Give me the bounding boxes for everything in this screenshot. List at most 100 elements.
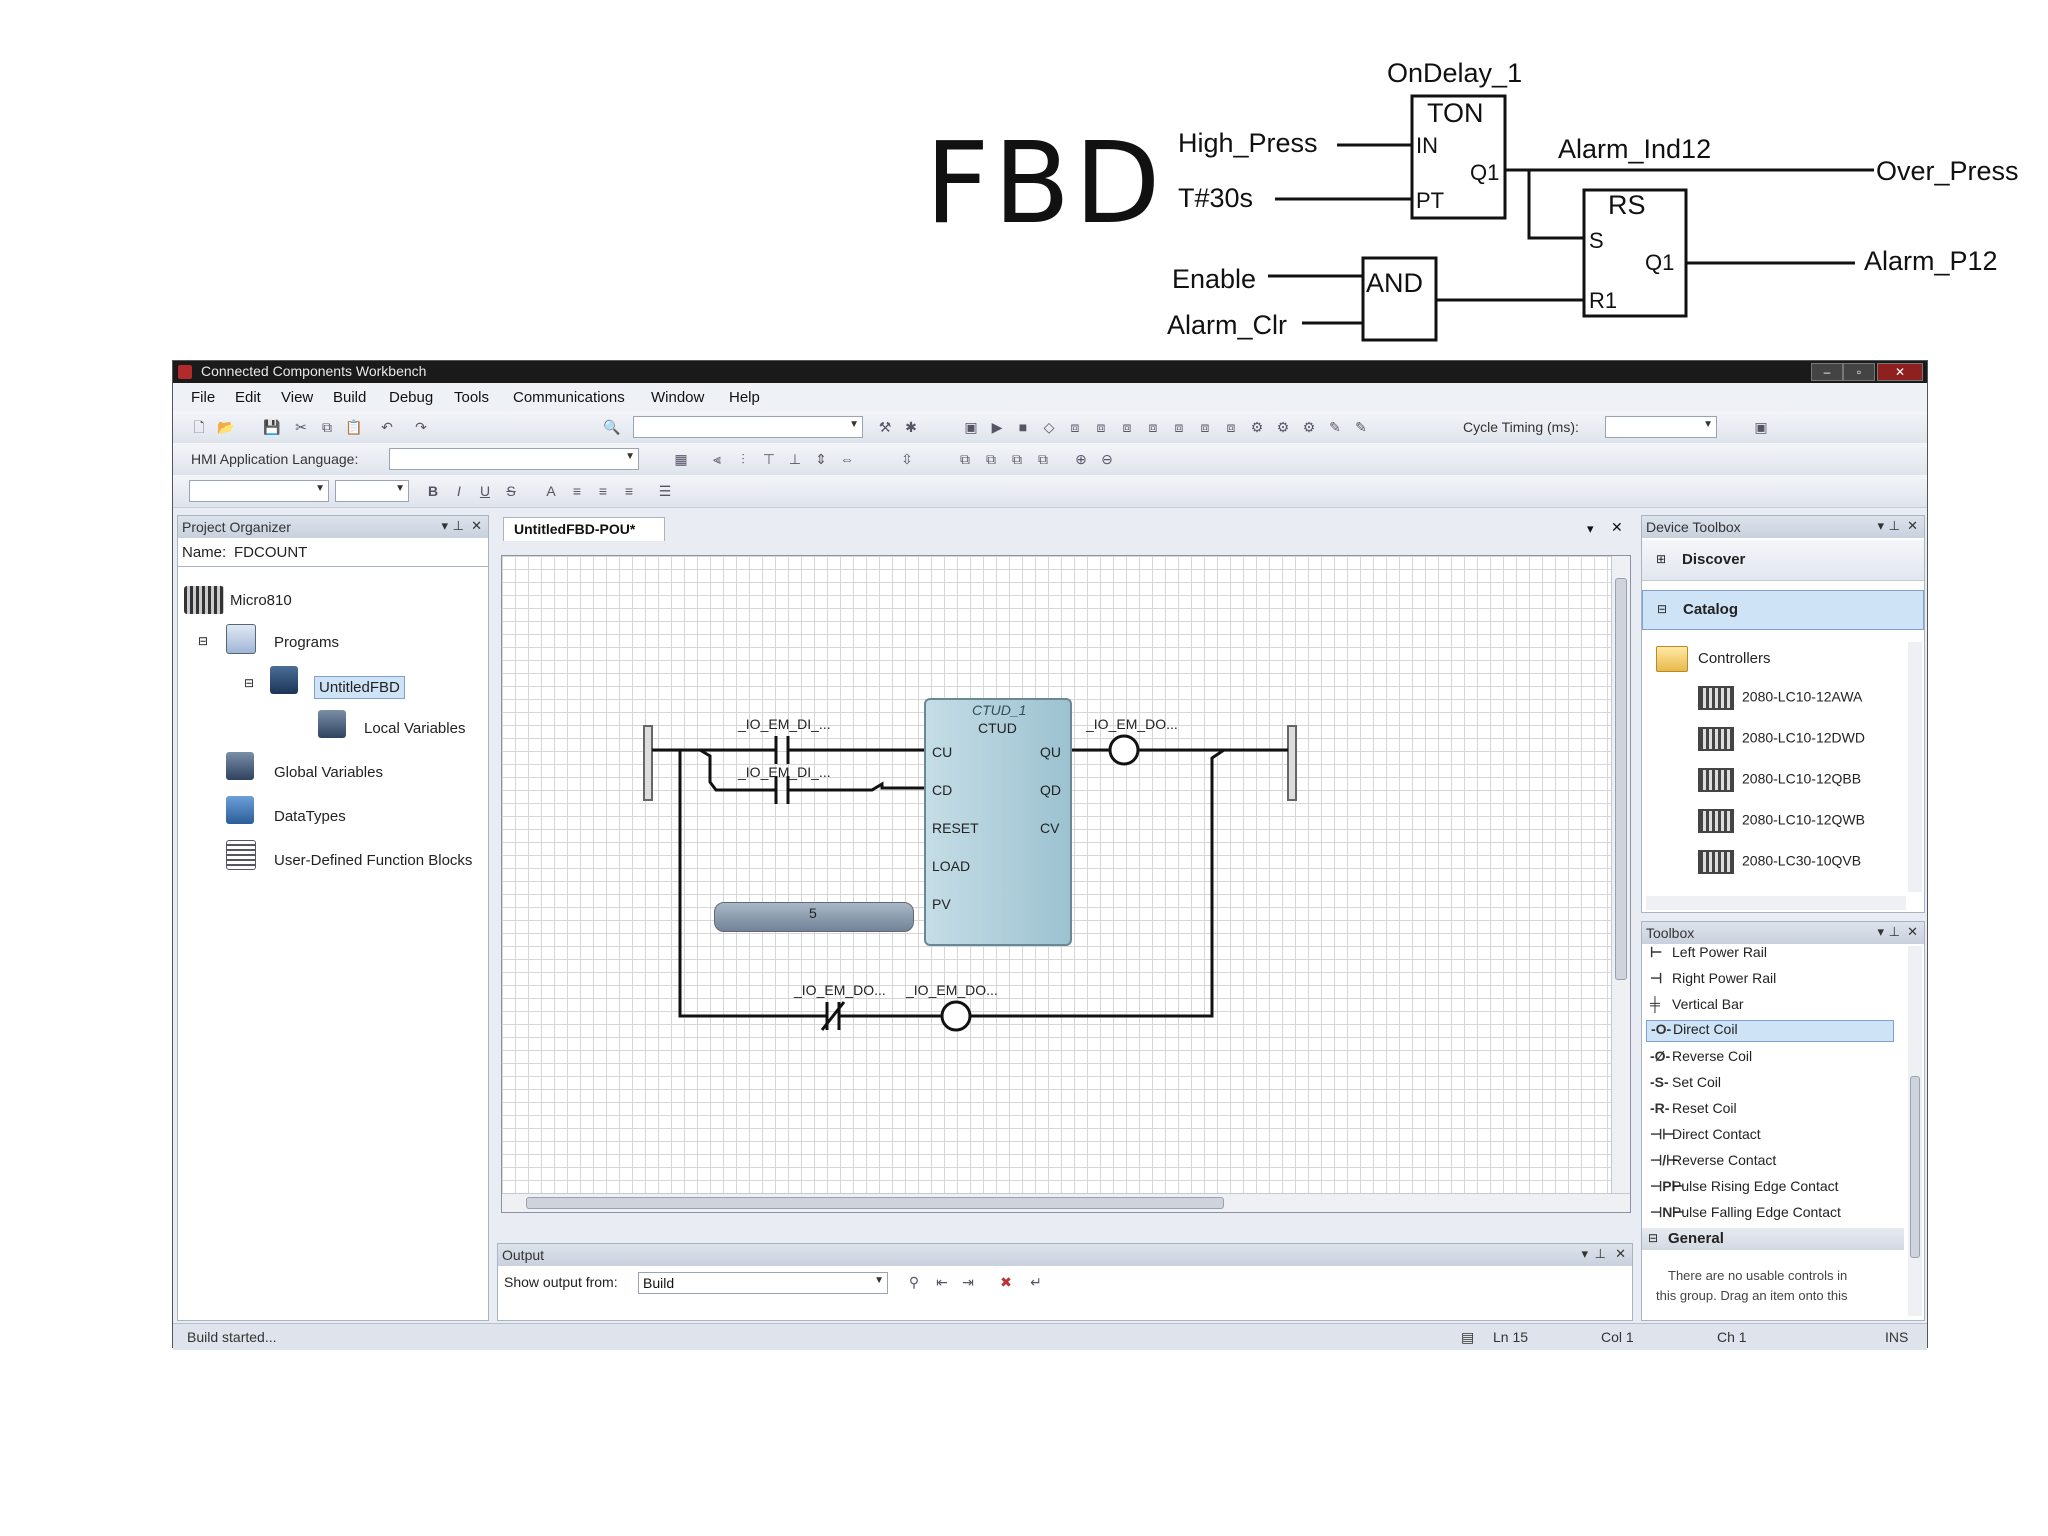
zoom-out-icon[interactable]: ⊖ [1101,451,1113,467]
hmi-language-combo[interactable]: ▼ [389,448,639,470]
debug-icon-12[interactable]: ✎ [1355,419,1367,435]
contact2-label[interactable]: _IO_EM_DI_... [738,764,831,780]
device-toolbox-pin-icon[interactable]: ⊥ [1888,518,1900,533]
discover-section[interactable]: ⊞ Discover [1642,540,1924,581]
toolbox-item-pulse-rising[interactable]: ⊣P⊢Pulse Rising Edge Contact [1650,1178,1839,1194]
screen-icon[interactable]: ▣ [1754,419,1768,435]
text-align-right-icon[interactable]: ≡ [624,483,634,499]
align-bottom-icon[interactable]: ⊥ [788,451,802,467]
pv-constant-input[interactable]: 5 [714,902,914,932]
expand-programs-icon[interactable]: ⊟ [198,634,209,648]
grid-icon[interactable]: ▦ [674,451,688,467]
toolbox-menu-icon[interactable]: ▾ [1877,924,1884,939]
show-output-combo[interactable]: Build▼ [638,1272,888,1294]
menu-edit[interactable]: Edit [235,389,261,406]
spacing-icon[interactable]: ⇳ [901,451,913,467]
redo-icon[interactable]: ↷ [415,419,427,435]
toolbox-scroll-thumb[interactable] [1910,1076,1920,1258]
order-icon-3[interactable]: ⧉ [1012,451,1022,467]
toolbox-item-reverse-coil[interactable]: -Ø-Reverse Coil [1650,1048,1753,1064]
order-icon-1[interactable]: ⧉ [960,451,970,467]
expand-fbd-icon[interactable]: ⊟ [244,676,255,690]
output-next-icon[interactable]: ⇥ [962,1274,974,1290]
toolbox-item-pulse-falling[interactable]: ⊣N⊢Pulse Falling Edge Contact [1650,1204,1841,1220]
minimize-button[interactable]: – [1811,363,1843,381]
config-combo[interactable]: ▼ [633,416,863,438]
copy-icon[interactable]: ⧉ [322,419,332,435]
catalog-item-4[interactable]: 2080-LC10-12QWB [1698,809,1865,833]
editor-tab-menu-icon[interactable]: ▾ [1587,521,1594,536]
align-top-icon[interactable]: ⊤ [762,451,776,467]
toolbox-item-reset-coil[interactable]: -R-Reset Coil [1650,1100,1737,1116]
italic-icon[interactable]: I [457,483,461,499]
vertical-scroll-thumb[interactable] [1615,578,1627,980]
catalog-item-3[interactable]: 2080-LC10-12QBB [1698,768,1861,792]
open-icon[interactable]: 📂 [217,419,235,435]
catalog-section[interactable]: ⊟ Catalog [1642,590,1924,630]
text-align-center-icon[interactable]: ≡ [598,483,608,499]
tree-programs[interactable]: Programs [274,634,340,651]
cycle-timing-combo[interactable]: ▼ [1605,416,1717,438]
output-pin-icon[interactable]: ⊥ [1594,1246,1606,1261]
output-prev-icon[interactable]: ⇤ [936,1274,948,1290]
toolbox-general-group[interactable]: ⊟ General [1642,1228,1904,1250]
tree-global-variables[interactable]: Global Variables [274,764,383,781]
debug-icon-2[interactable]: ⧈ [1096,419,1106,435]
step-icon[interactable]: ◇ [1043,419,1055,435]
contact1-label[interactable]: _IO_EM_DI_... [738,716,831,732]
toolbox-item-direct-coil[interactable]: -O-Direct Coil [1646,1020,1894,1042]
ladder-canvas[interactable]: _IO_EM_DI_... _IO_EM_DI_... _IO_EM_DO...… [501,555,1631,1213]
distribute-h-icon[interactable]: ⇔ [840,451,854,467]
align-left-icon[interactable]: ⫷ [713,451,721,467]
menu-communications[interactable]: Communications [513,389,625,406]
font-combo[interactable]: ▼ [189,480,329,502]
debug-icon-4[interactable]: ⧈ [1148,419,1158,435]
save-icon[interactable]: 💾 [263,419,281,435]
tools-icon[interactable]: ✱ [905,419,917,435]
menu-help[interactable]: Help [729,389,760,406]
tree-untitledfbd[interactable]: UntitledFBD [314,676,405,699]
tree-micro810[interactable]: Micro810 [230,592,292,609]
output-find-icon[interactable]: ⚲ [908,1274,920,1290]
toolbox-item-left-power-rail[interactable]: ⊢Left Power Rail [1650,944,1767,960]
catalog-controllers[interactable]: Controllers [1698,650,1771,667]
horizontal-scrollbar[interactable] [502,1193,1630,1212]
debug-icon-8[interactable]: ⚙ [1250,419,1264,435]
debug-icon-11[interactable]: ✎ [1329,419,1341,435]
toolbox-vscrollbar[interactable] [1908,946,1922,1316]
align-center-icon[interactable]: ⫶ [741,451,745,467]
toolbox-item-direct-contact[interactable]: ⊣⊢Direct Contact [1650,1126,1761,1142]
text-align-left-icon[interactable]: ≡ [572,483,582,499]
maximize-button[interactable]: ▫ [1843,363,1875,381]
menu-file[interactable]: File [191,389,216,406]
toolbox-pin-icon[interactable]: ⊥ [1888,924,1900,939]
tab-untitledfbd-pou[interactable]: UntitledFBD-POU* [503,517,665,541]
bold-icon[interactable]: B [427,483,439,499]
device-toolbox-close-icon[interactable]: ✕ [1907,518,1918,533]
catalog-item-2[interactable]: 2080-LC10-12DWD [1698,727,1865,751]
debug-icon-5[interactable]: ⧈ [1174,419,1184,435]
output-wrap-icon[interactable]: ↵ [1030,1274,1042,1290]
distribute-icon[interactable]: ⇕ [815,451,827,467]
underline-icon[interactable]: U [479,483,491,499]
debug-icon-9[interactable]: ⚙ [1276,419,1290,435]
editor-close-icon[interactable]: ✕ [1611,519,1623,535]
tree-datatypes[interactable]: DataTypes [274,808,346,825]
menu-tools[interactable]: Tools [454,389,490,406]
ctud-function-block[interactable]: CTUD_1 CTUD CU CD RESET LOAD PV QU QD CV [924,698,1072,946]
horizontal-scroll-thumb[interactable] [526,1197,1224,1209]
output-menu-icon[interactable]: ▾ [1581,1246,1588,1261]
connect-icon[interactable]: ▣ [964,419,978,435]
menu-view[interactable]: View [281,389,314,406]
coil-bottom-label[interactable]: _IO_EM_DO... [906,982,998,998]
menu-window[interactable]: Window [651,389,705,406]
close-window-button[interactable]: ✕ [1877,363,1923,381]
run-icon[interactable]: ▶ [991,419,1003,435]
font-size-combo[interactable]: ▼ [335,480,409,502]
cut-icon[interactable]: ✂ [295,419,307,435]
zoom-in-icon[interactable]: ⊕ [1075,451,1087,467]
panel-menu-icon[interactable]: ▾ [441,518,448,533]
menu-debug[interactable]: Debug [389,389,434,406]
pin-icon[interactable]: ⊥ [452,518,464,533]
toolbox-item-set-coil[interactable]: -S-Set Coil [1650,1074,1722,1090]
